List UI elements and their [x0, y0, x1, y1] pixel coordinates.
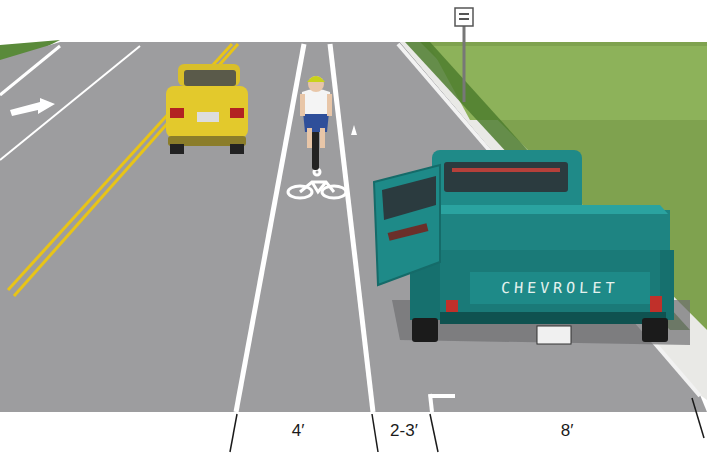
dimension-label: 2-3′: [390, 422, 418, 439]
tailgate-lettering: CHEVROLET: [500, 281, 618, 296]
dimension-label: 4′: [292, 422, 305, 439]
dimension-label: 8′: [561, 422, 574, 439]
